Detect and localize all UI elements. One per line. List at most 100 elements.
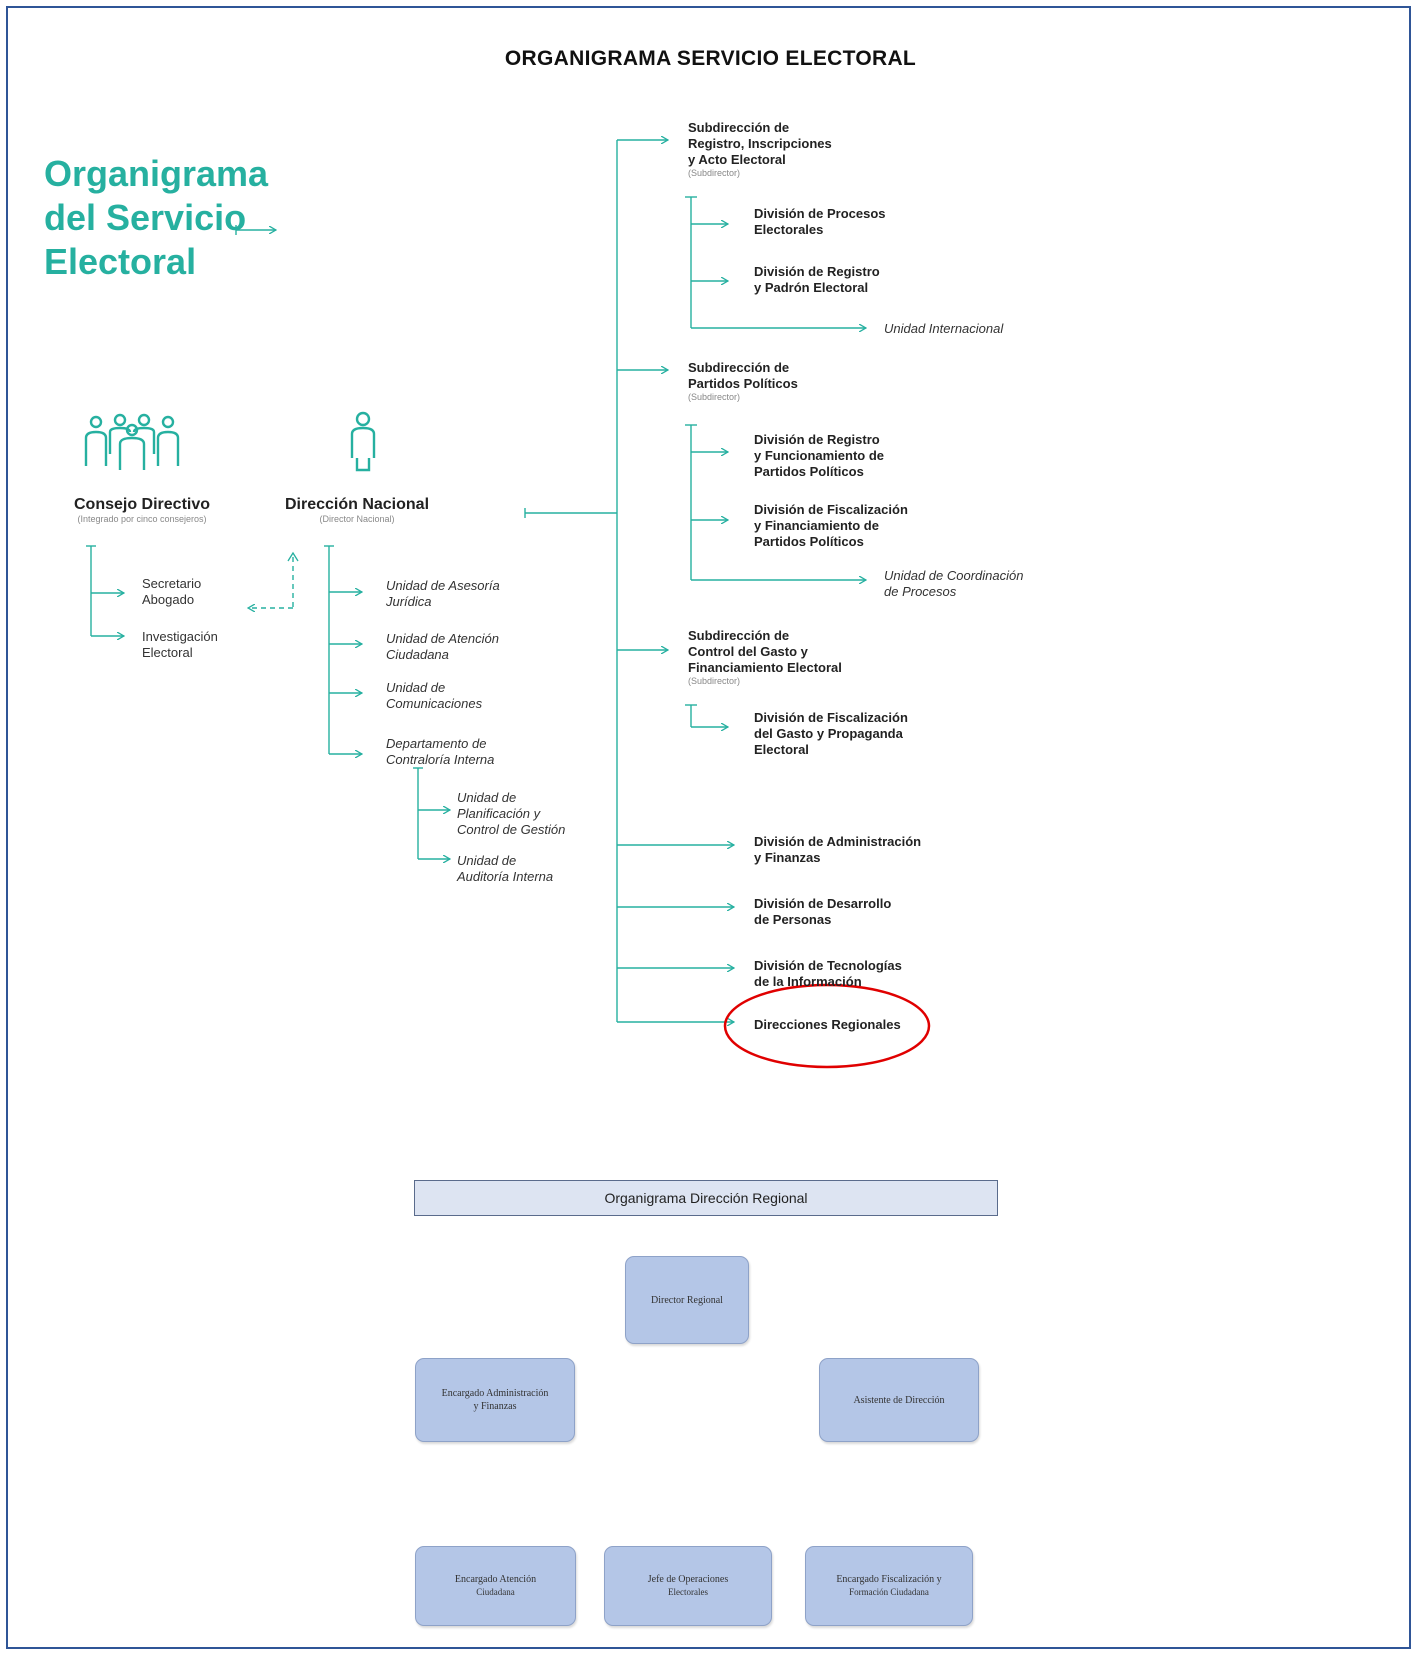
- node-line: Contraloría Interna: [386, 752, 495, 767]
- chart-heading-line: Organigrama: [44, 153, 269, 194]
- node-line: Departamento de: [386, 736, 487, 751]
- node-line: y Funcionamiento de: [754, 448, 885, 463]
- node-note: (Subdirector): [688, 168, 741, 178]
- node-line: de la Información: [754, 974, 862, 989]
- org-node-asesoria: Unidad de Asesoría Jurídica: [386, 578, 500, 610]
- node-line: y Finanzas: [754, 850, 821, 865]
- node-line: Partidos Políticos: [754, 464, 864, 479]
- node-line: y Acto Electoral: [688, 152, 786, 167]
- org-node-secretario: Secretario Abogado: [142, 576, 201, 608]
- org-node-investigacion: Investigación Electoral: [142, 629, 218, 661]
- node-line: División de Registro: [754, 432, 880, 447]
- node-jefe-operaciones: Jefe de Operaciones Electorales: [604, 1546, 772, 1626]
- node-encargado-atencion: Encargado Atención Ciudadana: [415, 1546, 576, 1626]
- org-node-div-tecnologias: División de Tecnologías de la Informació…: [754, 958, 902, 990]
- node-line: Encargado Administración: [441, 1388, 549, 1399]
- page-frame: [6, 6, 1411, 1649]
- node-line: Unidad de Atención: [386, 631, 499, 646]
- chart-heading-line: del Servicio: [44, 197, 247, 238]
- node-line: Unidad de: [457, 790, 517, 805]
- org-node-unidad-coordinacion: Unidad de Coordinación de Procesos: [884, 568, 1023, 600]
- org-node-contraloria: Departamento de Contraloría Interna: [386, 736, 494, 768]
- node-encargado-administracion: Encargado Administración y Finanzas: [415, 1358, 575, 1442]
- node-line: Abogado: [142, 592, 195, 607]
- page-title: ORGANIGRAMA SERVICIO ELECTORAL: [504, 47, 917, 70]
- node-line: Jurídica: [386, 594, 432, 609]
- org-node-auditoria: Unidad de Auditoría Interna: [457, 853, 553, 885]
- node-line: Auditoría Interna: [457, 869, 554, 884]
- node-director-regional: Director Regional: [625, 1256, 749, 1344]
- node-line: Subdirección de: [688, 120, 790, 135]
- node-line: de Personas: [754, 912, 832, 927]
- node-line: Unidad de Coordinación: [884, 568, 1024, 583]
- org-node-div-desarrollo: División de Desarrollo de Personas: [754, 896, 891, 928]
- regional-chart-title: Organigrama Dirección Regional: [414, 1180, 998, 1216]
- node-note: (Subdirector): [688, 392, 741, 402]
- node-line: Ciudadana: [386, 647, 449, 662]
- consejo-directivo: Consejo Directivo (Integrado por cinco c…: [47, 496, 237, 525]
- org-node-subdir-gasto: Subdirección de Control del Gasto y Fina…: [688, 628, 842, 687]
- node-line: Investigación: [142, 629, 218, 644]
- node-line: Unidad de: [457, 853, 517, 868]
- node-line: de Procesos: [884, 584, 957, 599]
- node-line: Secretario: [142, 576, 202, 591]
- node-line: División de Fiscalización: [754, 710, 908, 725]
- node-line: Subdirección de: [688, 360, 790, 375]
- node-line: División de Registro: [754, 264, 880, 279]
- node-line: Subdirección de: [688, 628, 790, 643]
- node-asistente-direccion: Asistente de Dirección: [819, 1358, 979, 1442]
- chart-heading-line: Electoral: [44, 241, 197, 282]
- node-line: Encargado Fiscalización y: [836, 1574, 942, 1585]
- node-line: División de Procesos: [754, 206, 886, 221]
- node-line: Unidad de: [386, 680, 446, 695]
- org-node-div-registro-padron: División de Registro y Padrón Electoral: [754, 264, 880, 296]
- node-line: y Financiamiento de: [754, 518, 879, 533]
- direccion-nacional: Dirección Nacional (Director Nacional): [262, 496, 452, 525]
- node-line: Electoral: [754, 742, 809, 757]
- node-line: Unidad de Asesoría: [386, 578, 500, 593]
- node-line: Asistente de Dirección: [853, 1394, 945, 1406]
- consejo-name: Consejo Directivo: [73, 496, 211, 513]
- org-node-div-procesos: División de Procesos Electorales: [754, 206, 886, 238]
- org-node-comunicaciones: Unidad de Comunicaciones: [386, 680, 482, 712]
- council-group-icon: [84, 413, 180, 470]
- node-note: (Subdirector): [688, 676, 741, 686]
- consejo-note: (Integrado por cinco consejeros): [77, 514, 207, 524]
- org-node-subdir-registro: Subdirección de Registro, Inscripciones …: [688, 120, 832, 179]
- chart-heading: Organigrama del Servicio Electoral: [44, 152, 364, 284]
- direccion-note: (Director Nacional): [319, 514, 395, 524]
- node-line: División de Desarrollo: [754, 896, 892, 911]
- node-line: Electoral: [142, 645, 193, 660]
- node-line: Formación Ciudadana: [849, 1587, 929, 1597]
- node-line: División de Fiscalización: [754, 502, 908, 517]
- org-node-atencion: Unidad de Atención Ciudadana: [386, 631, 499, 663]
- node-line: Comunicaciones: [386, 696, 483, 711]
- highlight-ellipse: [723, 983, 931, 1069]
- node-line: Director Regional: [651, 1294, 723, 1306]
- node-line: Electorales: [668, 1587, 708, 1597]
- node-line: Control de Gestión: [457, 822, 566, 837]
- org-node-planificacion: Unidad de Planificación y Control de Ges…: [457, 790, 565, 838]
- org-node-direcciones-regionales: Direcciones Regionales: [754, 1017, 901, 1032]
- node-line: Registro, Inscripciones: [688, 136, 832, 151]
- direccion-name: Dirección Nacional: [284, 496, 430, 513]
- org-node-div-fiscalizacion-partidos: División de Fiscalización y Financiamien…: [754, 502, 908, 550]
- org-node-div-registro-partidos: División de Registro y Funcionamiento de…: [754, 432, 884, 480]
- node-line: Control del Gasto y: [688, 644, 808, 659]
- node-line: Partidos Políticos: [754, 534, 864, 549]
- node-line: Partidos Políticos: [688, 376, 798, 391]
- node-line: Financiamiento Electoral: [688, 660, 842, 675]
- node-line: Encargado Atención: [454, 1574, 537, 1585]
- node-line: y Padrón Electoral: [754, 280, 869, 295]
- node-line: Jefe de Operaciones: [647, 1574, 729, 1585]
- node-line: División de Administración: [754, 834, 922, 849]
- org-node-subdir-partidos: Subdirección de Partidos Políticos (Subd…: [688, 360, 798, 403]
- node-line: Planificación y: [457, 806, 541, 821]
- node-line: División de Tecnologías: [754, 958, 902, 973]
- node-line: Ciudadana: [476, 1587, 515, 1597]
- node-encargado-fiscalizacion: Encargado Fiscalización y Formación Ciud…: [805, 1546, 973, 1626]
- org-node-div-administracion: División de Administración y Finanzas: [754, 834, 921, 866]
- node-line: Electorales: [754, 222, 824, 237]
- node-line: y Finanzas: [473, 1401, 517, 1412]
